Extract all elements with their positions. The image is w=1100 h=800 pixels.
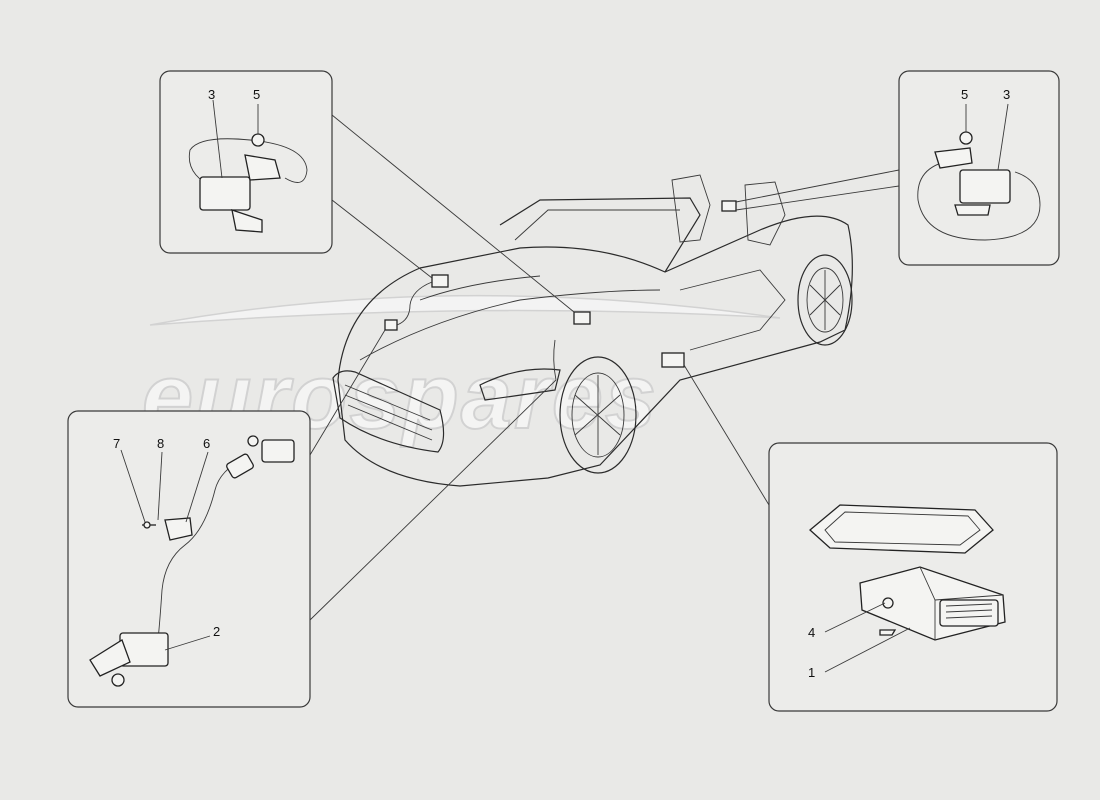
callout-7: 7: [113, 436, 120, 451]
leader-line: [331, 199, 433, 279]
leader-line: [309, 329, 386, 456]
callout-8: 8: [157, 436, 164, 451]
leader-line: [331, 114, 575, 313]
leader-line: [309, 379, 557, 621]
panel-bottom-right: 4 1: [768, 442, 1058, 712]
panel-top-left: 3 5: [159, 70, 333, 254]
callout-5: 5: [961, 87, 968, 102]
leader-line: [735, 169, 900, 203]
car-illustration: [332, 174, 853, 487]
panel-bottom-left: 7 8 6 2: [67, 410, 311, 708]
callout-6: 6: [203, 436, 210, 451]
callout-2: 2: [213, 624, 220, 639]
callout-1: 1: [808, 665, 815, 680]
callout-4: 4: [808, 625, 815, 640]
callout-3: 3: [1003, 87, 1010, 102]
panel-top-right: 5 3: [898, 70, 1060, 266]
leader-line: [683, 364, 770, 506]
callout-3: 3: [208, 87, 215, 102]
callout-5: 5: [253, 87, 260, 102]
leader-line: [735, 185, 900, 211]
